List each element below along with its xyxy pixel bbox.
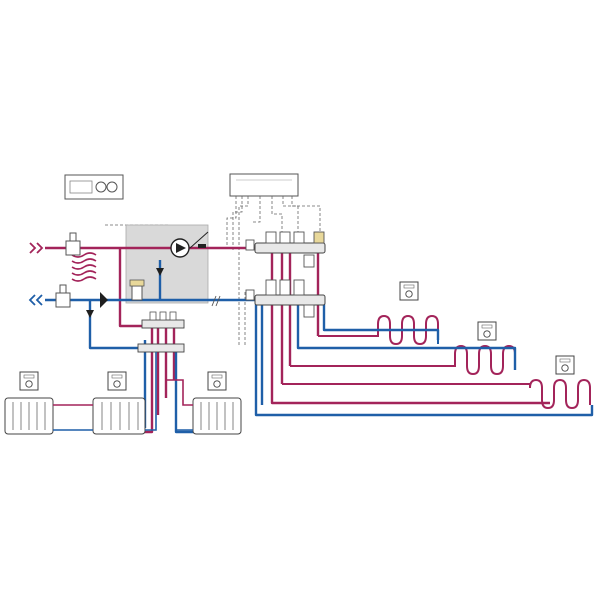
flow-arrows [86, 268, 164, 318]
wiring-center [229, 173, 299, 197]
mixing-valve [129, 279, 145, 301]
room-thermostat-icon [399, 281, 419, 301]
double-chevron-left-icon [28, 294, 43, 306]
pipe-break-marks [211, 295, 221, 307]
radiator-connections [53, 352, 193, 431]
flow-arrow-icon [86, 310, 94, 318]
room-thermostat-icon [477, 321, 497, 341]
radiator-icon [192, 397, 242, 435]
return-valve [55, 284, 71, 308]
floor-manifold [245, 231, 326, 318]
room-thermostat-icon [207, 371, 227, 391]
radiator-icon [92, 397, 146, 435]
circulation-pump-icon [170, 231, 209, 258]
room-thermostat-icon [555, 355, 575, 375]
room-thermostat-icon [107, 371, 127, 391]
floor-heating-loop-2 [290, 344, 516, 376]
flow-arrow-icon [100, 292, 108, 308]
flow-arrow-icon [156, 268, 164, 276]
floor-heating-loop-1 [318, 314, 439, 346]
supply-valve [65, 232, 81, 256]
floor-heating-loop-3 [282, 378, 591, 410]
radiator-icon [4, 397, 54, 435]
room-thermostat-icon [19, 371, 39, 391]
double-chevron-right-icon [29, 242, 44, 254]
radiator-manifold [137, 311, 185, 353]
boiler-controller [64, 174, 124, 200]
expansion-coil [71, 252, 97, 282]
control-wiring [105, 196, 321, 345]
